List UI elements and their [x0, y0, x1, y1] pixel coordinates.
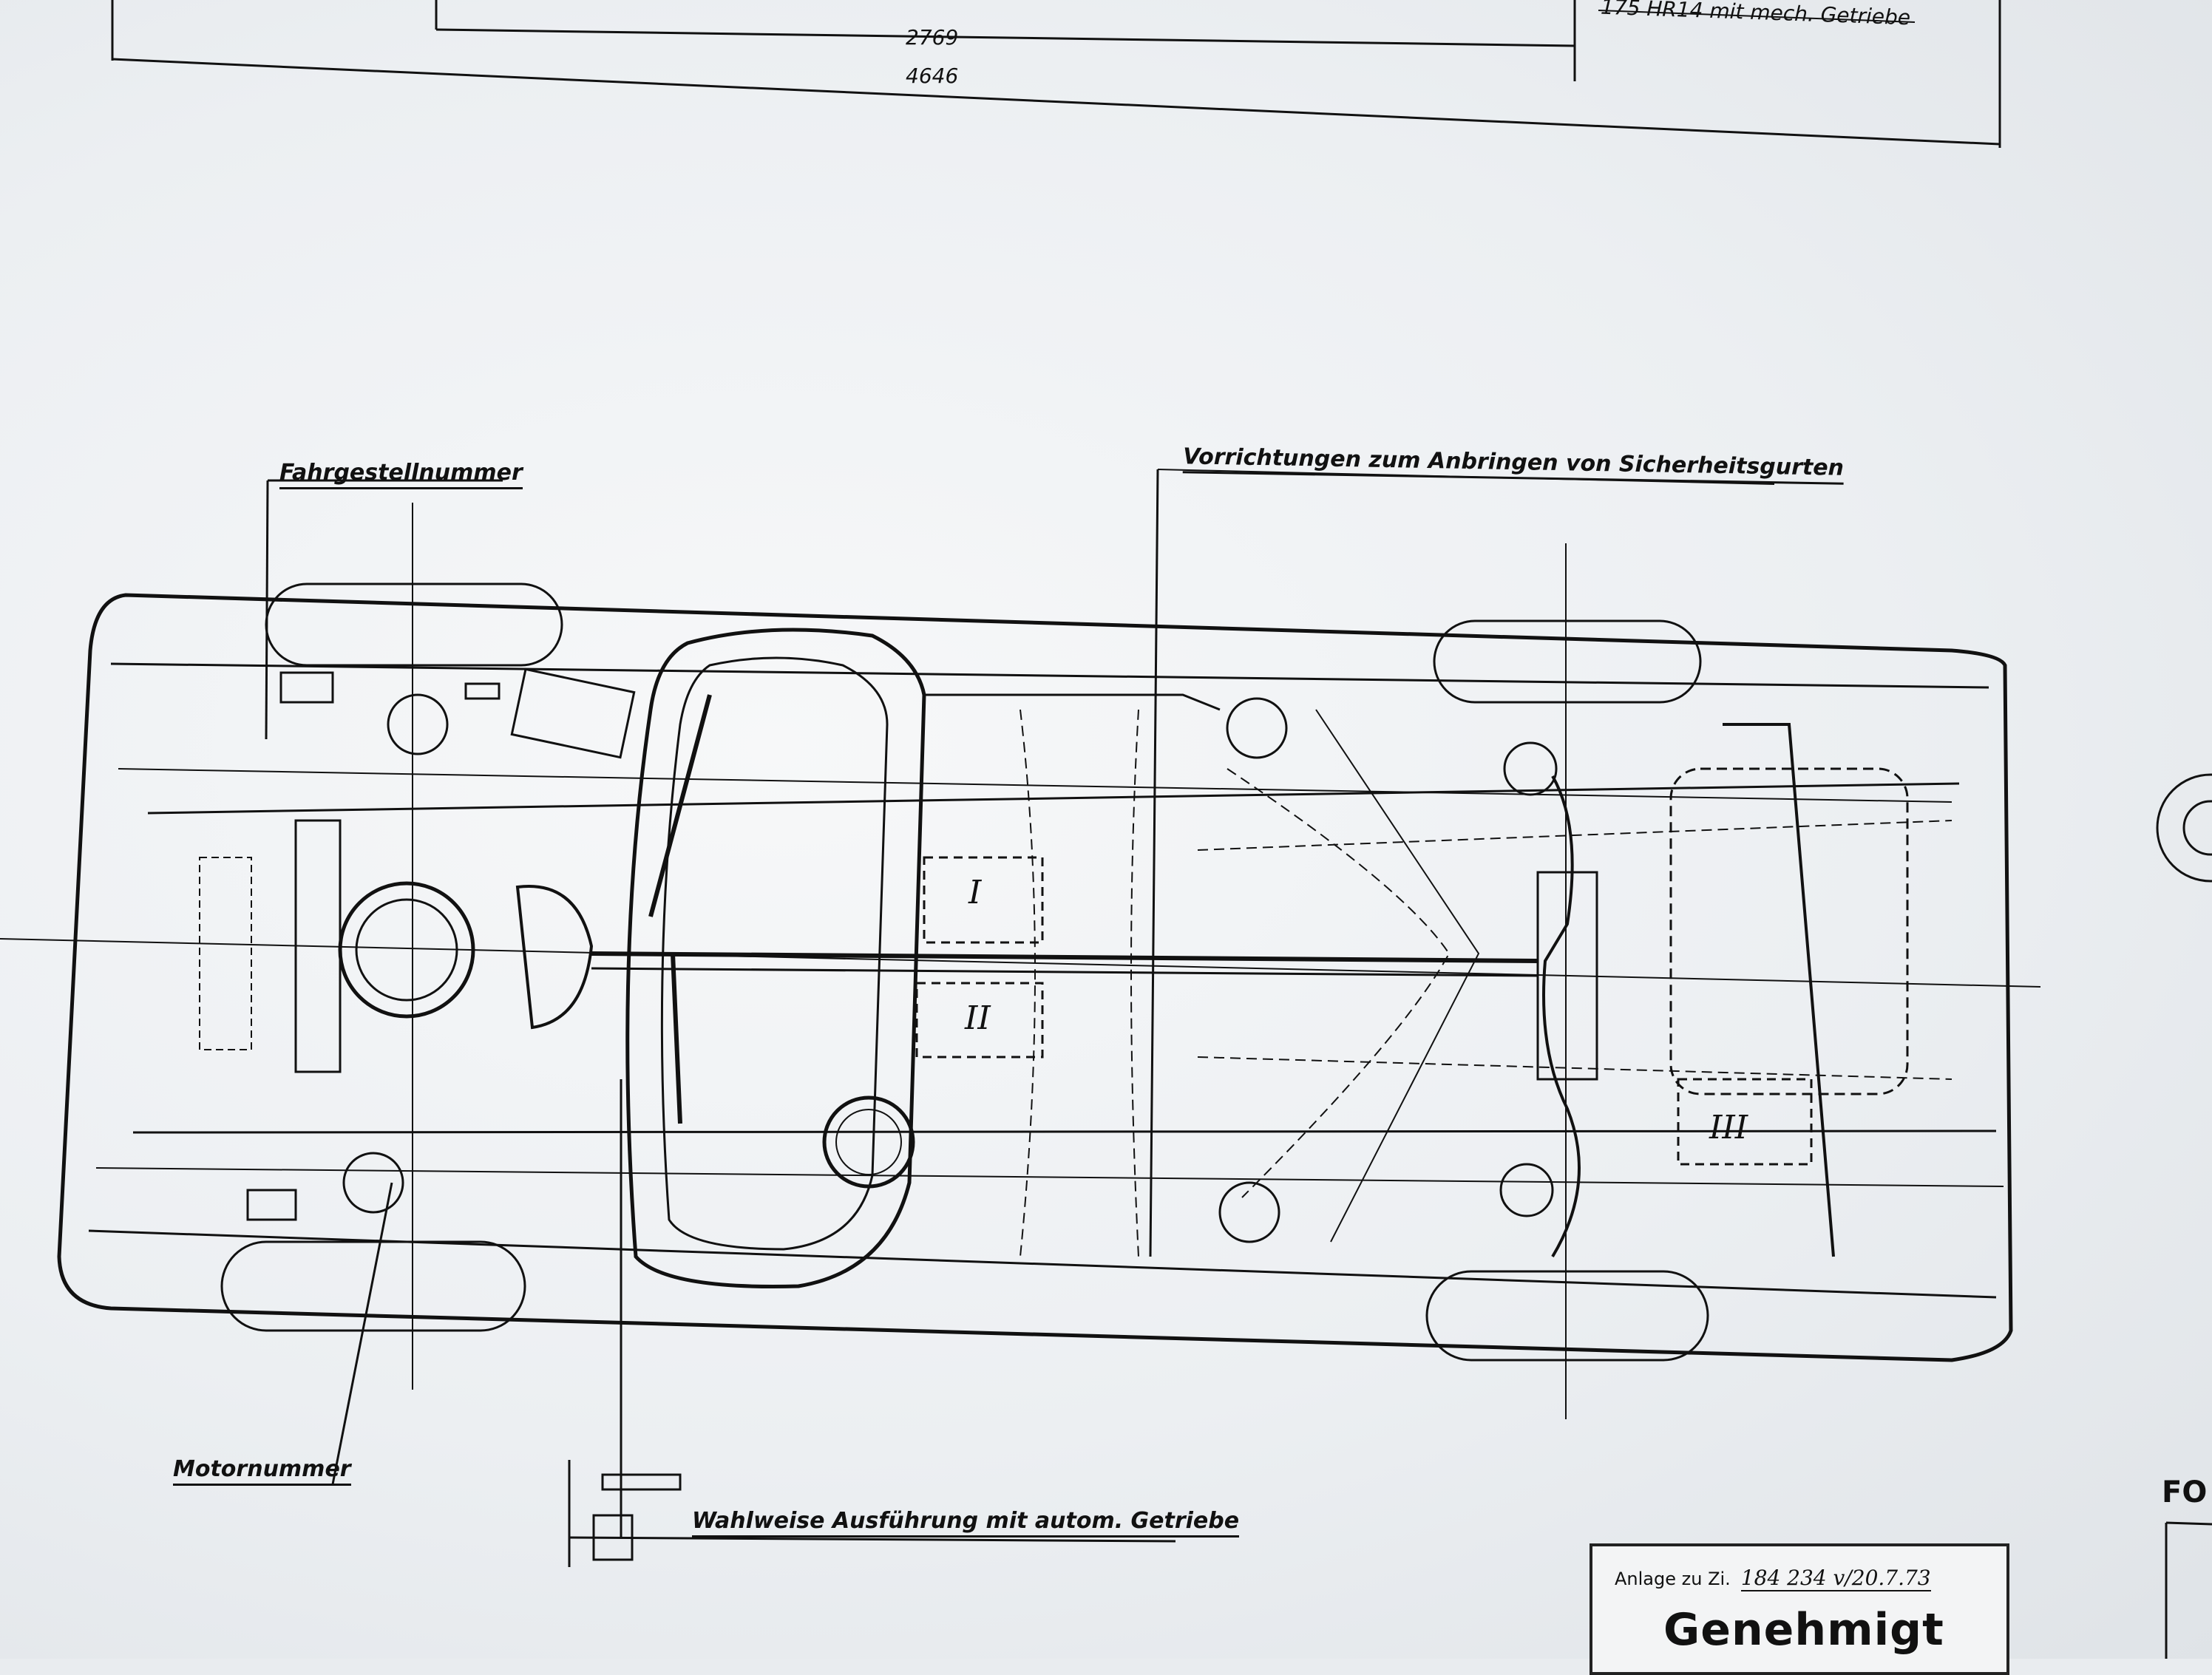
box-3 [1677, 1078, 1813, 1166]
engine-number-label: Motornummer [173, 1456, 351, 1486]
steering-wheel [822, 1095, 915, 1189]
box-2 [915, 982, 1044, 1059]
rear-right-wheel [1425, 1270, 1709, 1362]
roman-3: III [1709, 1109, 1749, 1146]
roman-1: I [968, 874, 983, 911]
overall-length-dimension: 4646 [906, 64, 959, 88]
seatbelt-leader [1149, 469, 1159, 1257]
approval-stamp: Anlage zu Zi. 184 234 v/20.7.73 Genehmigt [1590, 1543, 2009, 1675]
edge-text: FO [2162, 1475, 2208, 1509]
prop-shaft [591, 951, 1538, 963]
stamp-title: Genehmigt [1663, 1604, 1944, 1656]
stamp-reference: Anlage zu Zi. 184 234 v/20.7.73 [1615, 1566, 1931, 1591]
chassis-number-leader [265, 480, 269, 740]
stamp-ref-label: Anlage zu Zi. [1615, 1569, 1731, 1589]
stamp-ref-value: 184 234 v/20.7.73 [1740, 1566, 1931, 1591]
front-right-wheel [220, 1240, 526, 1332]
wheelbase-dimension: 2769 [906, 25, 959, 50]
wheelbase-dim-line [435, 28, 1575, 47]
rear-left-wheel [1433, 619, 1702, 704]
body-outline [57, 593, 2013, 1362]
length-dim-line [112, 58, 2001, 146]
cabin-frame [625, 628, 926, 1288]
automatic-option-label: Wahlweise Ausführung mit autom. Getriebe [692, 1508, 1240, 1538]
front-left-wheel [265, 582, 563, 667]
roman-2: II [964, 999, 991, 1037]
box-1 [923, 856, 1044, 944]
chassis-number-label: Fahrgestellnummer [279, 460, 523, 489]
engine-number-leader [331, 1182, 393, 1485]
